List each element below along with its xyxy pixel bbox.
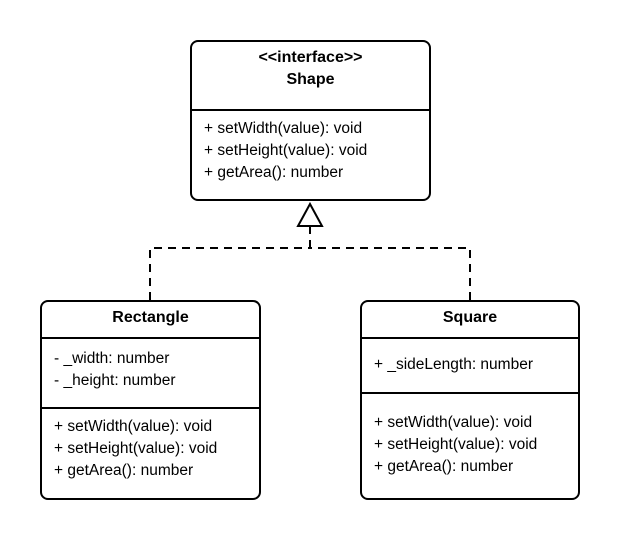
realization-arrowhead [296, 201, 324, 227]
method-item: + setWidth(value): void [204, 120, 363, 137]
method-item: + setWidth(value): void [54, 418, 213, 435]
class-shape-methods: + setWidth(value): void + setHeight(valu… [192, 111, 429, 184]
class-shape-stereotype: <<interface>> [258, 49, 363, 66]
method-item: + getArea(): number [204, 164, 344, 181]
attribute-item: + _sideLength: number [374, 356, 533, 373]
class-rectangle[interactable]: Rectangle - _width: number - _height: nu… [40, 300, 261, 500]
class-rectangle-methods: + setWidth(value): void + setHeight(valu… [42, 409, 259, 482]
attribute-item: - _height: number [54, 372, 176, 389]
method-item: + setHeight(value): void [54, 440, 218, 457]
class-square-methods: + setWidth(value): void + setHeight(valu… [362, 394, 578, 478]
class-square-name: Square [362, 302, 578, 339]
method-item: + setHeight(value): void [204, 142, 368, 159]
class-rectangle-attributes: - _width: number - _height: number [42, 339, 259, 409]
class-square-attributes: + _sideLength: number [362, 339, 578, 394]
class-rectangle-name: Rectangle [42, 302, 259, 339]
method-item: + setWidth(value): void [374, 414, 533, 431]
class-shape-name: Shape [286, 71, 335, 88]
method-item: + getArea(): number [374, 458, 514, 475]
class-square[interactable]: Square + _sideLength: number + setWidth(… [360, 300, 580, 500]
class-shape[interactable]: <<interface>> Shape + setWidth(value): v… [190, 40, 431, 201]
realization-line-rectangle [149, 247, 310, 300]
method-item: + getArea(): number [54, 462, 194, 479]
attribute-item: - _width: number [54, 350, 170, 367]
method-item: + setHeight(value): void [374, 436, 538, 453]
realization-line-square [310, 247, 471, 300]
class-shape-header: <<interface>> Shape [192, 42, 429, 111]
